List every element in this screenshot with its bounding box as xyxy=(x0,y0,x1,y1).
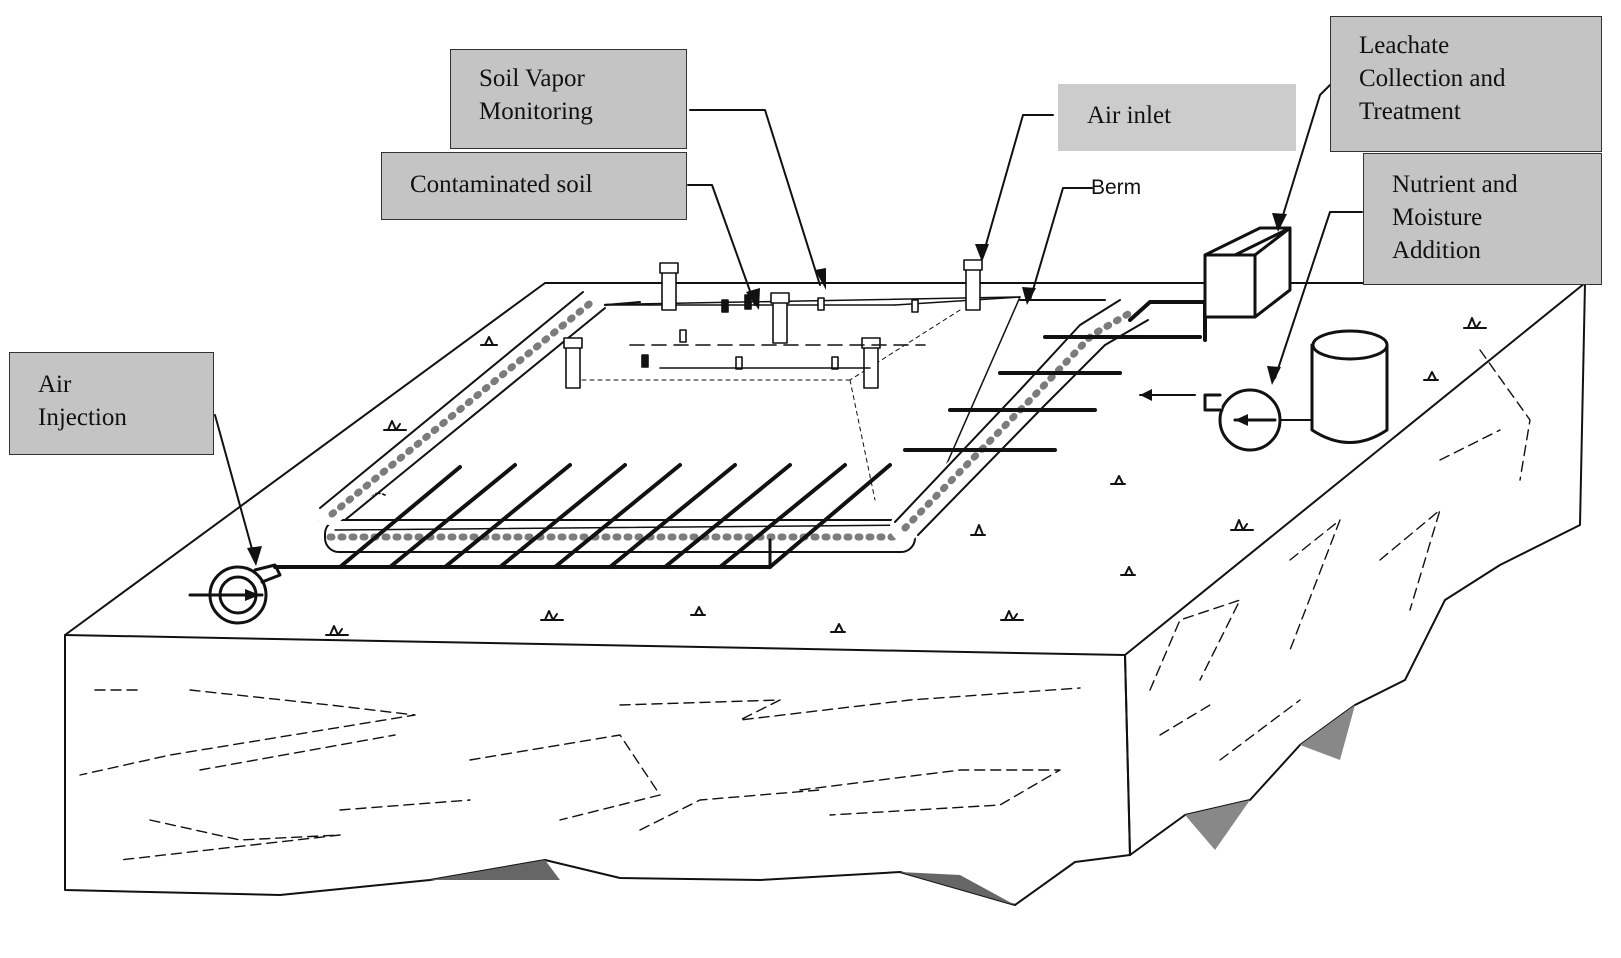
callout-line: Soil Vapor xyxy=(479,62,668,95)
callout-air-injection: Air Injection xyxy=(9,352,214,455)
callout-air-inlet: Air inlet xyxy=(1058,84,1296,151)
callout-soil-vapor-monitoring: Soil Vapor Monitoring xyxy=(450,49,687,149)
callout-line: Treatment xyxy=(1359,95,1583,128)
callout-line: Collection and xyxy=(1359,62,1583,95)
callout-line: Nutrient and xyxy=(1392,168,1583,201)
berm-label: Berm xyxy=(1091,176,1141,200)
callout-line: Addition xyxy=(1392,234,1583,267)
callout-line: Injection xyxy=(38,401,195,434)
callout-leachate-collection: Leachate Collection and Treatment xyxy=(1330,16,1602,152)
callout-line: Moisture xyxy=(1392,201,1583,234)
callout-contaminated-soil: Contaminated soil xyxy=(381,152,687,220)
callout-line: Air xyxy=(38,368,195,401)
callout-line: Leachate xyxy=(1359,29,1583,62)
callout-nutrient-moisture: Nutrient and Moisture Addition xyxy=(1363,153,1602,285)
callout-line: Monitoring xyxy=(479,95,668,128)
callout-line: Contaminated soil xyxy=(410,168,668,201)
callout-line: Air inlet xyxy=(1087,99,1277,132)
